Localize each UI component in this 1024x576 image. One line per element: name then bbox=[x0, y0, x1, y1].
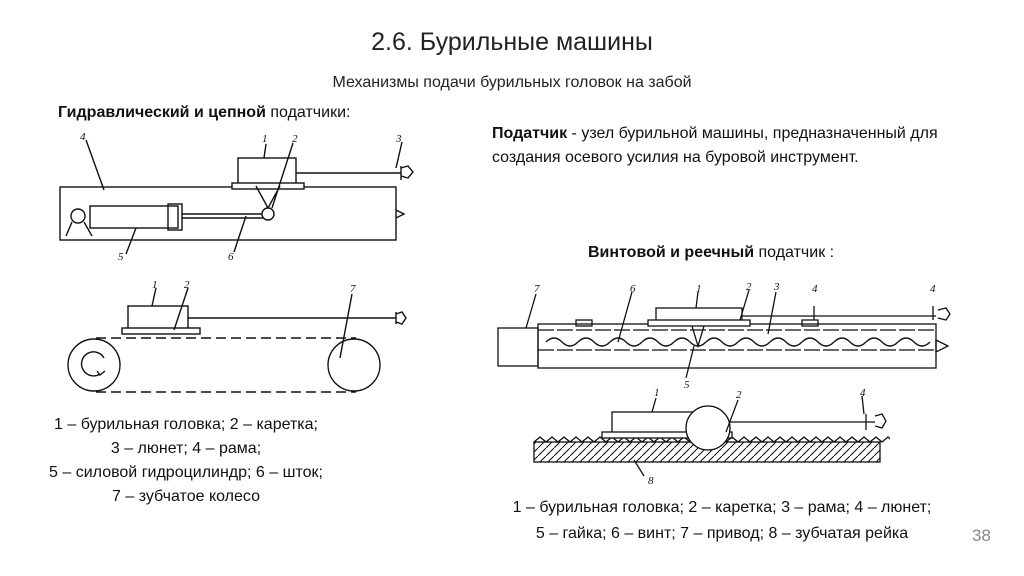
chain-feeder-diagram: 1 2 7 bbox=[67, 279, 407, 393]
definition-term: Податчик bbox=[492, 125, 568, 142]
callout-label: 4 bbox=[860, 387, 866, 399]
slide-subtitle: Механизмы подачи бурильных головок на за… bbox=[332, 74, 692, 91]
legend-right-line: 5 – гайка; 6 – винт; 7 – привод; 8 – зуб… bbox=[535, 525, 909, 542]
callout-label: 5 bbox=[118, 251, 124, 263]
hydraulic-callouts: 4 1 2 3 5 6 bbox=[80, 131, 402, 263]
left-heading: Гидравлический и цепной податчики: bbox=[58, 104, 350, 122]
hydraulic-feeder-diagram: 4 1 2 3 5 6 bbox=[59, 131, 414, 263]
screw-feeder-diagram: 7 6 1 2 3 4 4 5 bbox=[497, 281, 951, 391]
definition-text: Податчик - узел бурильной машины, предна… bbox=[492, 122, 972, 170]
legend-right-line: 1 – бурильная головка; 2 – каретка; 3 – … bbox=[512, 499, 932, 516]
callout-label: 3 bbox=[395, 133, 402, 145]
callout-label: 4 bbox=[80, 131, 86, 143]
definition-body: - узел бурильной машины, предназначенный… bbox=[492, 125, 938, 166]
callout-label: 1 bbox=[262, 133, 268, 145]
callout-label: 2 bbox=[292, 133, 298, 145]
legend-left-line: 5 – силовой гидроцилиндр; 6 – шток; bbox=[49, 464, 323, 481]
rack-feeder-diagram: 1 2 4 8 bbox=[533, 387, 890, 487]
legend-left: 1 – бурильная головка; 2 – каретка; 3 – … bbox=[36, 413, 336, 509]
callout-label: 3 bbox=[773, 281, 780, 293]
left-heading-rest: податчики: bbox=[265, 104, 351, 121]
callout-label: 6 bbox=[630, 283, 636, 295]
page-number: 38 bbox=[972, 526, 991, 545]
right-heading: Винтовой и реечный податчик : bbox=[588, 244, 834, 262]
callout-label: 8 bbox=[648, 475, 654, 487]
callout-label: 2 bbox=[746, 281, 752, 293]
callout-label: 7 bbox=[534, 283, 540, 295]
callout-label: 4 bbox=[812, 283, 818, 295]
slide-title: 2.6. Бурильные машины bbox=[371, 28, 653, 56]
legend-left-line: 7 – зубчатое колесо bbox=[112, 488, 260, 505]
callout-label: 7 bbox=[350, 283, 356, 295]
right-heading-bold: Винтовой и реечный bbox=[588, 244, 755, 261]
left-heading-bold: Гидравлический и цепной bbox=[58, 104, 266, 121]
legend-left-line: 1 – бурильная головка; 2 – каретка; bbox=[54, 416, 318, 433]
callout-label: 4 bbox=[930, 283, 936, 295]
callout-label: 5 bbox=[684, 379, 690, 391]
callout-label: 1 bbox=[696, 283, 702, 295]
right-heading-rest: податчик : bbox=[754, 244, 835, 261]
callout-label: 1 bbox=[654, 387, 660, 399]
legend-right: 1 – бурильная головка; 2 – каретка; 3 – … bbox=[462, 495, 982, 547]
callout-label: 1 bbox=[152, 279, 158, 291]
screw-callouts: 7 6 1 2 3 4 4 5 bbox=[534, 281, 936, 391]
chain-callouts: 1 2 7 bbox=[152, 279, 356, 295]
callout-label: 2 bbox=[736, 389, 742, 401]
callout-label: 2 bbox=[184, 279, 190, 291]
callout-label: 6 bbox=[228, 251, 234, 263]
rack-callouts: 1 2 4 8 bbox=[648, 387, 866, 487]
legend-left-line: 3 – люнет; 4 – рама; bbox=[110, 440, 262, 457]
